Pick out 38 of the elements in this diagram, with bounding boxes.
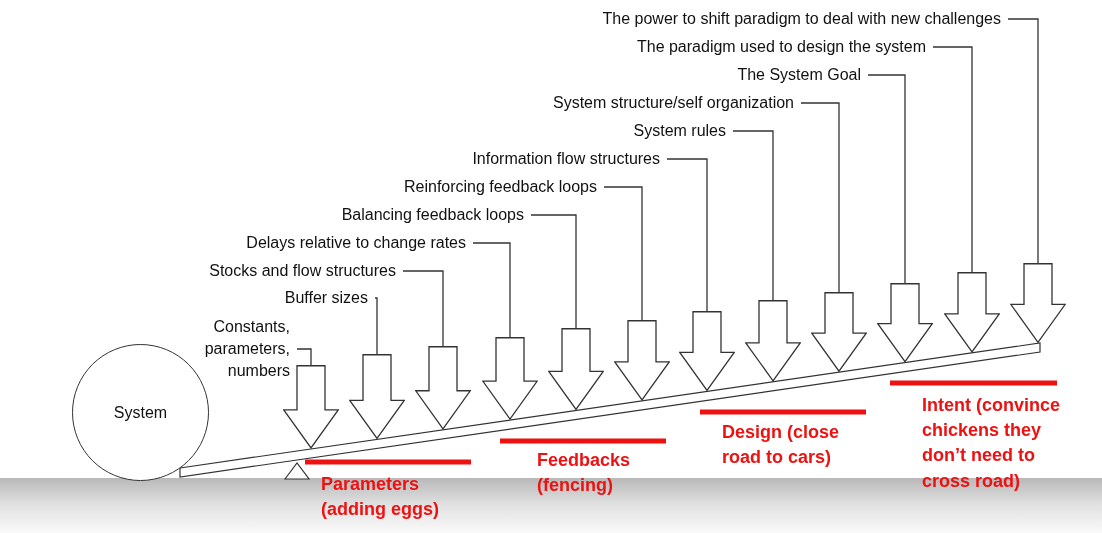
leader-line [800,102,840,293]
force-pointer [1010,263,1066,344]
lever-zone-note: Design (close road to cars) [722,421,841,470]
force-pointer [548,328,604,411]
leader-line [732,130,774,301]
force-pointer [877,283,933,363]
lever-point-label: System rules [633,120,726,142]
force-pointer [482,337,538,421]
lever-zone-note: Feedbacks (fencing) [537,449,632,498]
leader-line [1007,18,1039,264]
lever-point-label: The System Goal [737,64,861,86]
leader-line [867,74,906,284]
lever-point-label: Buffer sizes [284,287,368,309]
leader-line [296,348,312,366]
lever-zone-note: Intent (convince chickens they don’t need to cross road) [922,394,1061,493]
lever-point-label: Balancing feedback loops [341,204,524,226]
leader-line [374,297,378,355]
lever-point-label: System structure/self organization [553,92,794,114]
lever-point-label: The paradigm used to design the system [636,36,926,58]
lever-point-label: Information flow structures [472,148,660,170]
lever-zone-note: Parameters (adding eggs) [321,473,440,522]
force-pointer [349,354,405,440]
lever-point-label: The power to shift paradigm to deal with new challenges [602,8,1001,30]
lever-point-label: Stocks and flow structures [209,260,396,282]
leader-line [666,158,708,312]
force-pointer [811,292,867,373]
leader-line [932,46,973,273]
force-pointer [679,311,735,392]
leader-line [530,214,577,329]
force-pointer [944,272,1000,353]
force-pointer [415,346,471,430]
leader-line [402,270,444,347]
leader-line [603,186,643,321]
lever-point-label: Reinforcing feedback loops [404,176,597,198]
leader-line [472,242,511,338]
force-pointer [614,320,670,401]
force-pointer [745,300,801,382]
lever-point-label: Delays relative to change rates [246,232,466,254]
